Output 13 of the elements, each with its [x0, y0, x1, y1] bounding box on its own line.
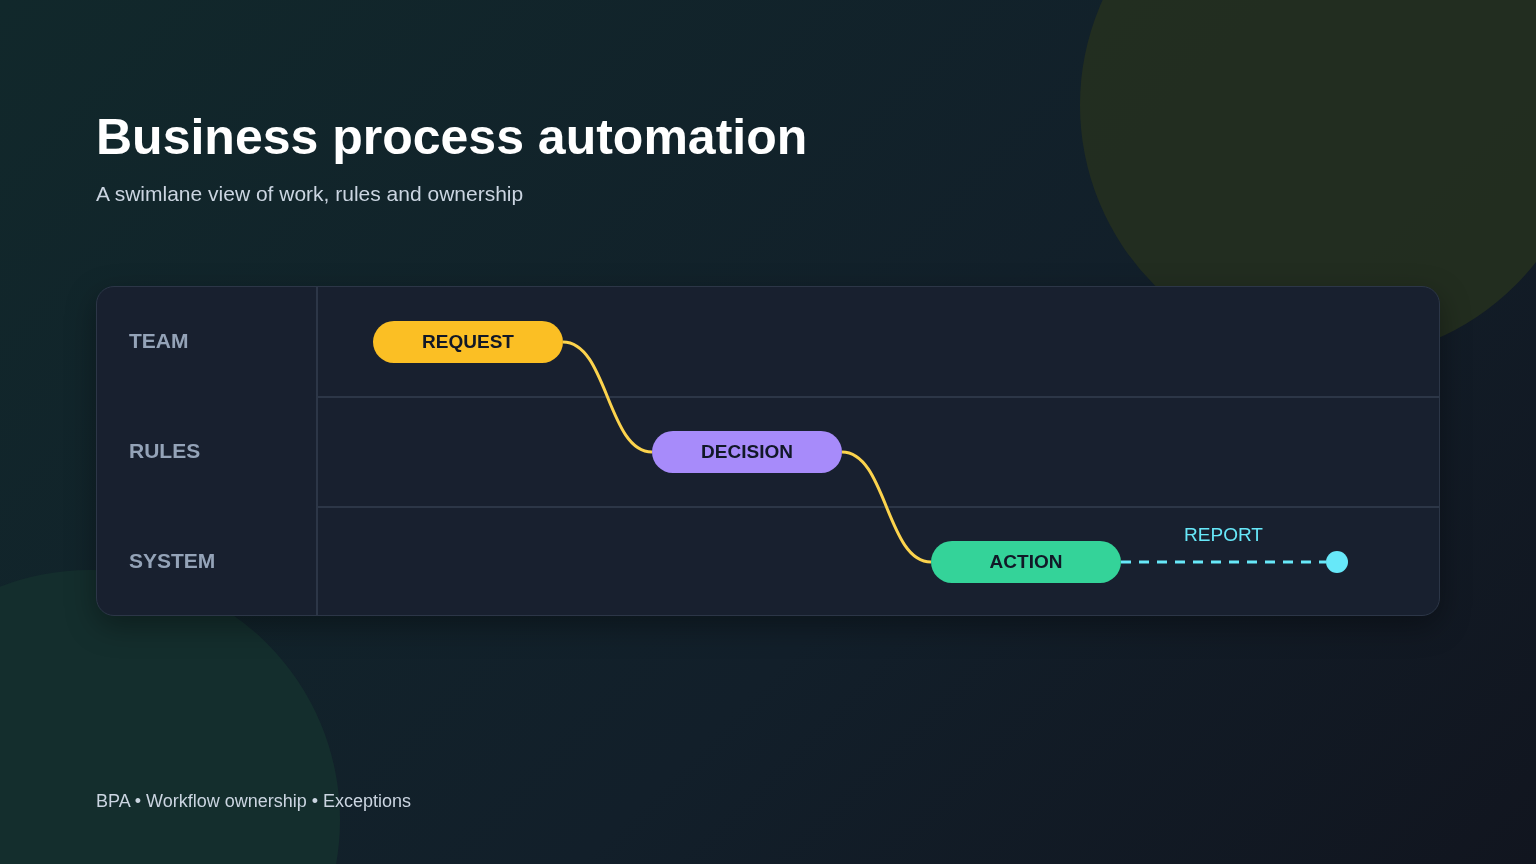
subtitle: A swimlane view of work, rules and ownership [96, 182, 524, 206]
lane-label: SYSTEM [129, 549, 216, 573]
process-pill: DECISION [652, 431, 842, 473]
connector [841, 450, 932, 564]
lane-label: TEAM [129, 329, 189, 353]
process-pill: ACTION [931, 541, 1121, 583]
connector [1121, 560, 1326, 564]
process-pill: REQUEST [373, 321, 563, 363]
end-dot [1326, 551, 1348, 573]
connector [562, 340, 653, 454]
title: Business process automation [96, 108, 808, 166]
lane-label: RULES [129, 439, 201, 463]
footer-note: BPA • Workflow ownership • Exceptions [96, 791, 412, 812]
